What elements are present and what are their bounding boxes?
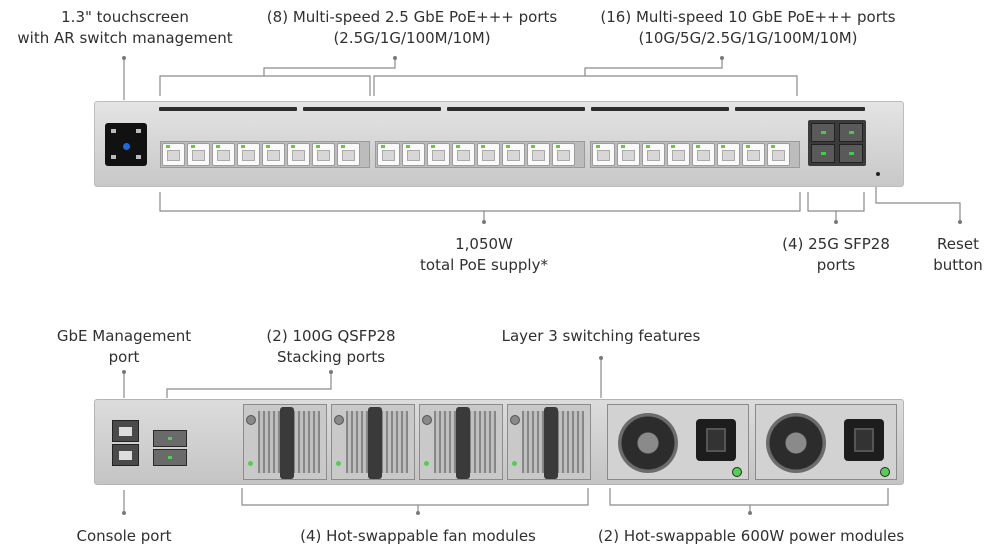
rj45-port[interactable] [452,143,475,166]
vent-slot [447,107,585,111]
layer3-label: Layer 3 switching features [486,326,716,347]
ports-10g-label-line2: (10G/5G/2.5G/1G/100M/10M) [638,29,858,47]
reset-button[interactable] [876,172,880,176]
ports-10g-label-line1: (16) Multi-speed 10 GbE PoE+++ ports [600,8,896,26]
reset-label-line2: button [933,256,983,274]
power-modules-label-line1: (2) Hot-swappable 600W power modules [597,527,905,545]
poe-supply-label: 1,050W total PoE supply* [384,234,584,276]
poe-supply-label-line2: total PoE supply* [420,256,548,274]
rj45-port[interactable] [187,143,210,166]
qsfp28-label: (2) 100G QSFP28 Stacking ports [246,326,416,368]
power-inlet[interactable] [696,419,736,461]
console-port-label: Console port [54,526,194,547]
layer3-label-line1: Layer 3 switching features [501,327,701,345]
rj45-port[interactable] [617,143,640,166]
sfp28-cage [808,120,866,166]
rj45-port[interactable] [742,143,765,166]
management-port-label: GbE Management port [34,326,214,368]
touchscreen-label-line2: with AR switch management [17,29,233,47]
fan-module[interactable] [507,404,591,480]
management-port-label-line1: GbE Management [56,327,192,345]
psu-fan-icon [618,413,678,473]
rj45-port[interactable] [667,143,690,166]
touchscreen-label-line1: 1.3" touchscreen [61,8,189,26]
sfp28-label: (4) 25G SFP28 ports [766,234,906,276]
qsfp28-label-line2: Stacking ports [276,348,386,366]
rj45-2-5g-port-group [160,141,370,168]
rj45-port[interactable] [427,143,450,166]
ports-2-5g-label-line1: (8) Multi-speed 2.5 GbE PoE+++ ports [266,8,558,26]
screen-status-dot [123,143,130,150]
sfp28-label-line2: ports [816,256,856,274]
rj45-port[interactable] [262,143,285,166]
rj45-10g-port-group-a [375,141,585,168]
power-inlet[interactable] [844,419,884,461]
fan-module[interactable] [419,404,503,480]
fan-module[interactable] [243,404,327,480]
rj45-port[interactable] [477,143,500,166]
rj45-port[interactable] [592,143,615,166]
screen-icon [136,129,141,133]
switch-rear-panel [94,399,904,485]
qsfp28-port[interactable] [153,449,187,466]
rj45-port[interactable] [377,143,400,166]
rj45-port[interactable] [337,143,360,166]
psu-status-led [880,467,890,477]
rj45-port[interactable] [502,143,525,166]
sfp28-port[interactable] [811,123,835,142]
vent-slot [735,107,865,111]
qsfp28-port[interactable] [153,430,187,447]
rj45-port[interactable] [692,143,715,166]
fan-module[interactable] [331,404,415,480]
ports-2-5g-label: (8) Multi-speed 2.5 GbE PoE+++ ports (2.… [262,7,562,49]
sfp28-port[interactable] [811,144,835,163]
rj45-port[interactable] [312,143,335,166]
screen-icon [111,155,116,159]
touchscreen-label: 1.3" touchscreen with AR switch manageme… [12,7,238,49]
qsfp28-label-line1: (2) 100G QSFP28 [266,327,396,345]
vent-slot [159,107,297,111]
console-port-label-line1: Console port [76,527,172,545]
vent-slot [303,107,441,111]
rj45-10g-port-group-b [590,141,800,168]
rj45-port[interactable] [717,143,740,166]
rj45-port[interactable] [287,143,310,166]
sfp28-port[interactable] [839,144,863,163]
rj45-port[interactable] [162,143,185,166]
power-module[interactable] [755,404,897,480]
psu-fan-icon [766,413,826,473]
power-modules-label: (2) Hot-swappable 600W power modules [592,526,910,547]
psu-status-led [732,467,742,477]
switch-front-panel [94,101,904,187]
rj45-port[interactable] [552,143,575,166]
screen-icon [111,129,116,133]
console-rj45-port[interactable] [112,444,139,466]
reset-label-line1: Reset [937,235,979,253]
poe-supply-label-line1: 1,050W [455,235,513,253]
ports-10g-label: (16) Multi-speed 10 GbE PoE+++ ports (10… [596,7,900,49]
rj45-port[interactable] [212,143,235,166]
sfp28-port[interactable] [839,123,863,142]
vent-slot [591,107,729,111]
power-module[interactable] [607,404,749,480]
rj45-port[interactable] [527,143,550,166]
ports-2-5g-label-line2: (2.5G/1G/100M/10M) [333,29,491,47]
fan-modules-label: (4) Hot-swappable fan modules [290,526,546,547]
rj45-port[interactable] [402,143,425,166]
management-rj45-port[interactable] [112,420,139,442]
rj45-port[interactable] [237,143,260,166]
management-port-label-line2: port [108,348,140,366]
reset-label: Reset button [920,234,996,276]
rj45-port[interactable] [642,143,665,166]
fan-modules-label-line1: (4) Hot-swappable fan modules [300,527,536,545]
screen-icon [136,155,141,159]
touchscreen-display[interactable] [105,123,147,166]
rj45-port[interactable] [767,143,790,166]
sfp28-label-line1: (4) 25G SFP28 [782,235,890,253]
